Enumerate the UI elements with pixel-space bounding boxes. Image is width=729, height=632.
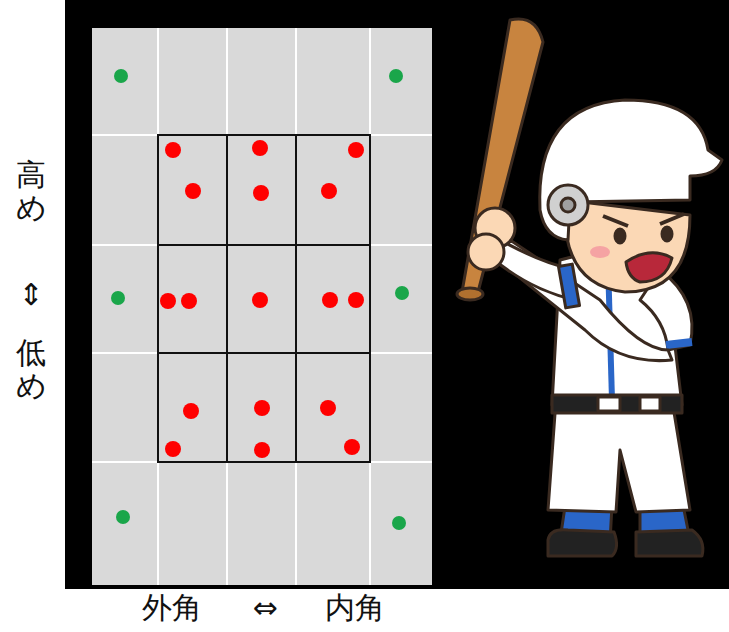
belt-loop xyxy=(640,397,660,411)
green-dot xyxy=(395,286,409,300)
batter-figure xyxy=(457,19,722,556)
red-dot xyxy=(165,441,181,457)
grid-lines xyxy=(92,28,432,585)
sleeve-trim xyxy=(666,342,692,345)
zone-line xyxy=(226,135,228,462)
green-dot xyxy=(114,69,128,83)
red-dot xyxy=(183,403,199,419)
hand xyxy=(468,234,504,270)
eye xyxy=(615,229,625,243)
bat-knob xyxy=(457,288,483,300)
green-dot xyxy=(392,516,406,530)
red-dot xyxy=(322,292,338,308)
ear-hole xyxy=(561,198,575,212)
helmet xyxy=(540,100,722,240)
zone-line xyxy=(295,135,297,462)
ball-dots xyxy=(111,69,409,530)
grid-line xyxy=(295,28,297,585)
red-dot xyxy=(252,140,268,156)
axis-label: ⇔ xyxy=(252,591,277,624)
bat xyxy=(462,19,543,292)
red-dot xyxy=(160,293,176,309)
red-dot xyxy=(185,183,201,199)
axis-label: 内角 xyxy=(325,591,385,624)
strike-zone xyxy=(158,135,370,462)
red-dot xyxy=(348,142,364,158)
eyebrow xyxy=(603,216,628,226)
green-dot xyxy=(389,69,403,83)
red-dot xyxy=(253,185,269,201)
ear-flap xyxy=(548,185,588,225)
red-dot xyxy=(181,293,197,309)
green-dot xyxy=(111,291,125,305)
axis-label: ⇕ xyxy=(16,278,46,311)
belt-loop xyxy=(598,397,620,411)
red-dot xyxy=(165,142,181,158)
red-dot xyxy=(254,442,270,458)
zone-grid xyxy=(92,28,432,585)
shoe xyxy=(636,530,703,556)
zone-border xyxy=(158,135,370,462)
zone-panel xyxy=(92,28,432,585)
red-dot xyxy=(252,292,268,308)
axis-label: 外角 xyxy=(142,591,202,624)
belt xyxy=(552,395,682,413)
zone-line xyxy=(158,244,370,246)
grid-line xyxy=(92,352,432,354)
axis-label: 高め xyxy=(16,158,46,224)
red-dot xyxy=(344,439,360,455)
red-dot xyxy=(321,183,337,199)
sleeve-trim xyxy=(558,264,579,308)
black-ground xyxy=(65,0,729,589)
eyebrow xyxy=(660,214,684,224)
strike-dots xyxy=(160,140,364,458)
red-dot xyxy=(348,292,364,308)
grid-line xyxy=(226,28,228,585)
cheek xyxy=(590,246,610,258)
axis-label: 低め xyxy=(16,336,46,402)
pants xyxy=(548,400,690,512)
shoe xyxy=(548,530,617,556)
zone-line xyxy=(158,352,370,354)
grid-line xyxy=(92,244,432,246)
red-dot xyxy=(254,400,270,416)
red-dot xyxy=(320,400,336,416)
green-dot xyxy=(116,510,130,524)
mouth xyxy=(626,253,672,282)
eye xyxy=(662,227,672,241)
